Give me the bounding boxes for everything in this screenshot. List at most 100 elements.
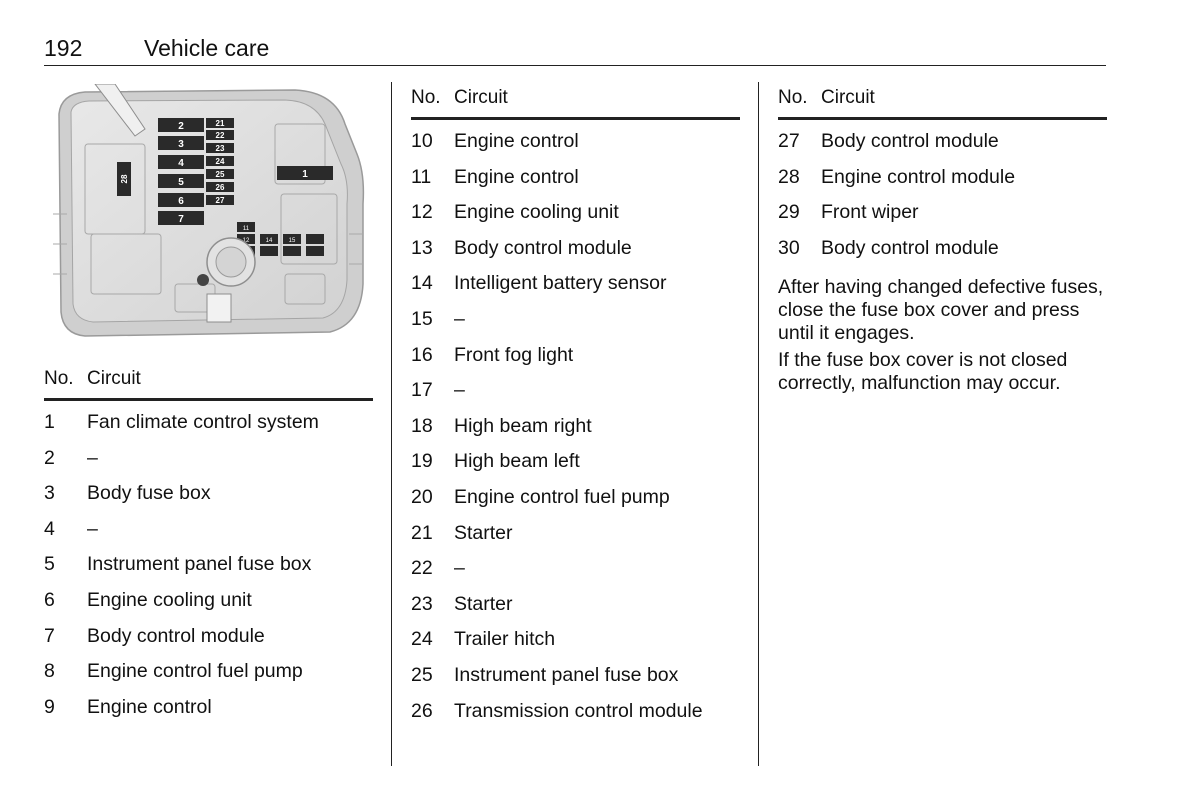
circuit-name: Body control module — [821, 130, 999, 152]
fuse-label-11: 11 — [243, 226, 250, 232]
instruction-paragraph: After having changed defective fuses, cl… — [778, 276, 1104, 344]
fuse-number: 21 — [411, 521, 433, 544]
table-row: 17– — [411, 372, 740, 408]
fuse-number: 26 — [411, 699, 433, 722]
table-row: 11 Engine control — [411, 159, 740, 195]
circuit-name: Instrument panel fuse box — [454, 663, 679, 686]
fuse-number: 14 — [411, 272, 433, 295]
fuse-label-14: 14 — [266, 238, 273, 244]
circuit-name: Starter — [454, 521, 513, 544]
column-header-circuit: Circuit — [454, 87, 508, 108]
fuse-number: 5 — [44, 553, 55, 576]
column-header-no: No. — [411, 87, 441, 108]
fuse-number: 15 — [411, 307, 433, 330]
fuse-number: 13 — [411, 236, 433, 259]
table-row: 7 Body control module — [44, 618, 373, 654]
circuit-name: – — [454, 379, 465, 402]
table-row: 4– — [44, 511, 373, 547]
circuit-name: Body control module — [454, 236, 632, 259]
fuse-number: 7 — [44, 624, 55, 647]
circuit-name: Body fuse box — [87, 482, 211, 505]
fuse-number: 16 — [411, 343, 433, 366]
table-header: No. Circuit — [44, 364, 373, 401]
table-row: 2– — [44, 440, 373, 476]
fuse-label-7: 7 — [178, 214, 184, 225]
circuit-name: Engine control fuel pump — [87, 660, 303, 683]
fuse-number: 12 — [411, 201, 433, 224]
circuit-name: Body control module — [87, 624, 265, 647]
table-row: 15– — [411, 301, 740, 337]
column-divider-2 — [758, 82, 759, 766]
table-row: 3 Body fuse box — [44, 475, 373, 511]
circuit-name: – — [87, 446, 98, 469]
circuit-name: Engine control — [454, 165, 579, 188]
table-row: 20 Engine control fuel pump — [411, 479, 740, 515]
fuse-number: 6 — [44, 588, 55, 611]
table-header: No. Circuit — [411, 83, 740, 120]
table-row: 21 Starter — [411, 515, 740, 551]
column-header-no: No. — [44, 368, 74, 389]
fuse-number: 20 — [411, 485, 433, 508]
fuse-label-21: 21 — [216, 119, 225, 128]
fuse-label-6: 6 — [178, 196, 184, 207]
fuse-label-23: 23 — [216, 144, 225, 153]
fuse-number: 25 — [411, 663, 433, 686]
fuse-number: 27 — [778, 130, 800, 152]
circuit-name: Transmission control module — [454, 699, 703, 722]
circuit-name: High beam left — [454, 450, 580, 473]
circuit-name: Engine control fuel pump — [454, 485, 670, 508]
table-row: 13 Body control module — [411, 230, 740, 266]
circuit-name: Front wiper — [821, 201, 919, 224]
circuit-name: Trailer hitch — [454, 628, 556, 651]
fuse-number: 10 — [411, 130, 433, 152]
fuse-number: 19 — [411, 450, 433, 473]
fuse-label-26: 26 — [216, 183, 225, 192]
table-row: 14 Intelligent battery sensor — [411, 265, 740, 301]
table-row: 22– — [411, 550, 740, 586]
fuse-label-5: 5 — [178, 177, 184, 188]
fuse-label-28: 28 — [120, 174, 129, 183]
warning-paragraph: If the fuse box cover is not closed corr… — [778, 349, 1068, 394]
fuse-number: 11 — [411, 165, 432, 188]
fuse-label-15: 15 — [289, 238, 296, 244]
column-header-circuit: Circuit — [87, 368, 141, 389]
fuse-number: 2 — [44, 446, 55, 469]
fuse-label-25: 25 — [216, 170, 225, 179]
fuse-number: 24 — [411, 628, 433, 651]
fuse-number: 9 — [44, 695, 55, 718]
fuse-number: 4 — [44, 517, 55, 540]
circuit-name: Engine control module — [821, 165, 1016, 188]
circuit-name: Intelligent battery sensor — [454, 272, 667, 295]
circuit-name: Starter — [454, 592, 513, 615]
fuse-label-1: 1 — [302, 169, 308, 180]
fuse-number: 17 — [411, 379, 433, 402]
fuse-label-22: 22 — [216, 131, 225, 140]
circuit-name: – — [87, 517, 98, 540]
fuse-label-24: 24 — [216, 157, 225, 166]
table-row: 25 Instrument panel fuse box — [411, 657, 740, 693]
column-divider-1 — [391, 82, 392, 766]
page-header: 192 Vehicle care — [44, 33, 1106, 66]
fuse-number: 3 — [44, 482, 55, 505]
fuse-number: 22 — [411, 557, 433, 580]
fuse-label-4: 4 — [178, 158, 184, 169]
circuit-name: High beam right — [454, 414, 592, 437]
table-header: No. Circuit — [778, 83, 1107, 120]
fuse-label-3: 3 — [178, 139, 184, 150]
fuse-number: 30 — [778, 236, 800, 259]
page-number: 192 — [44, 35, 83, 61]
column-header-circuit: Circuit — [821, 87, 875, 108]
